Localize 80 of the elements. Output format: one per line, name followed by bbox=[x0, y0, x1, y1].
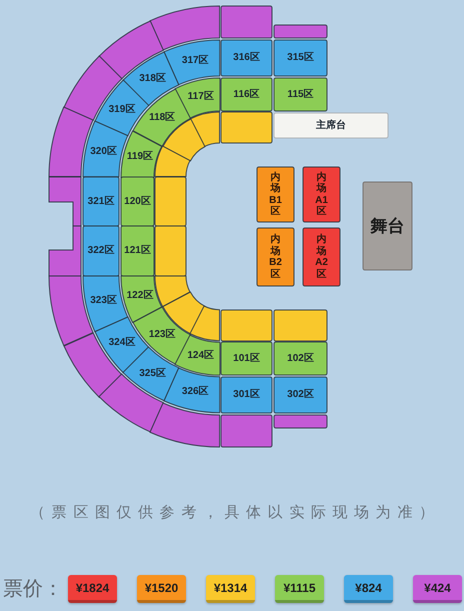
seating-section bbox=[149, 402, 221, 448]
seating-section bbox=[48, 225, 82, 277]
seating-section bbox=[189, 305, 221, 342]
price-tag: ¥1314 bbox=[206, 575, 255, 603]
seating-section bbox=[220, 341, 273, 376]
section-label: 321区 bbox=[88, 196, 114, 206]
section-label: 121区 bbox=[124, 246, 151, 256]
section-label: 115区 bbox=[287, 90, 314, 100]
seating-section bbox=[273, 24, 328, 39]
section-label: 101区 bbox=[233, 354, 260, 364]
price-tag: ¥424 bbox=[413, 575, 462, 603]
seating-section bbox=[82, 275, 129, 333]
seating-section bbox=[273, 414, 328, 429]
price-tag: ¥1824 bbox=[68, 575, 117, 603]
seating-section bbox=[220, 414, 273, 448]
seating-section bbox=[273, 341, 328, 376]
section-label: 120区 bbox=[124, 196, 151, 206]
section-label: 316区 bbox=[233, 53, 260, 63]
seating-section bbox=[273, 376, 328, 414]
section-label: 内场A1区 bbox=[314, 172, 328, 218]
section-label: 内场A2区 bbox=[314, 234, 328, 280]
section-label: 324区 bbox=[108, 338, 136, 348]
price-tag: ¥1520 bbox=[137, 575, 186, 603]
seating-section bbox=[154, 145, 191, 178]
seating-section bbox=[98, 20, 164, 80]
section-label: 124区 bbox=[187, 351, 214, 362]
section-label: 325区 bbox=[139, 369, 166, 380]
seating-section bbox=[273, 39, 328, 77]
seating-section bbox=[256, 166, 295, 223]
section-label: 116区 bbox=[233, 90, 260, 100]
price-heading: 票价： bbox=[3, 577, 62, 602]
section-label: 322区 bbox=[88, 246, 114, 256]
seating-section bbox=[220, 39, 273, 77]
seating-section bbox=[82, 120, 129, 178]
seating-section bbox=[220, 111, 273, 144]
seating-section bbox=[120, 225, 155, 277]
section-label: 319区 bbox=[108, 104, 136, 115]
section-label: 317区 bbox=[182, 56, 209, 66]
stage bbox=[362, 181, 413, 271]
seating-section bbox=[48, 176, 82, 227]
seating-section bbox=[302, 227, 341, 287]
seating-section bbox=[82, 225, 120, 277]
stage-label: 舞台 bbox=[370, 218, 404, 234]
price-tag: ¥1115 bbox=[275, 575, 324, 603]
seating-section bbox=[120, 176, 155, 227]
section-label: 302区 bbox=[287, 390, 314, 400]
seating-section bbox=[220, 376, 273, 414]
section-label: 318区 bbox=[139, 74, 166, 84]
seating-section bbox=[154, 225, 187, 277]
section-label: 主席台 bbox=[316, 120, 346, 130]
seating-section bbox=[273, 77, 328, 112]
seating-section bbox=[189, 111, 221, 148]
section-label: 内场B2区 bbox=[268, 234, 282, 280]
price-tag: ¥824 bbox=[344, 575, 393, 603]
vip-stand bbox=[273, 112, 389, 139]
seating-section bbox=[154, 176, 187, 227]
section-label: 内场B1区 bbox=[268, 172, 282, 218]
section-label: 326区 bbox=[182, 387, 209, 398]
section-label: 118区 bbox=[149, 113, 176, 124]
seating-section bbox=[220, 309, 273, 342]
seating-section bbox=[220, 77, 273, 112]
seating-section bbox=[302, 166, 341, 223]
section-label: 119区 bbox=[126, 152, 153, 162]
disclaimer-note: （票区图仅供参考，具体以实际现场为准） bbox=[29, 503, 440, 523]
section-label: 320区 bbox=[90, 147, 117, 158]
section-label: 102区 bbox=[287, 354, 314, 364]
seating-section bbox=[174, 334, 221, 376]
section-label: 301区 bbox=[233, 390, 260, 400]
seating-section bbox=[62, 55, 123, 122]
section-label: 323区 bbox=[90, 296, 117, 306]
section-label: 123区 bbox=[148, 330, 176, 340]
seating-section bbox=[82, 176, 120, 227]
seating-section bbox=[273, 309, 328, 342]
seating-section bbox=[256, 227, 295, 287]
seating-section bbox=[149, 5, 221, 52]
seating-section bbox=[220, 5, 273, 39]
section-label: 117区 bbox=[188, 92, 214, 102]
section-label: 315区 bbox=[287, 53, 314, 63]
section-label: 122区 bbox=[126, 290, 154, 301]
seating-section bbox=[154, 275, 191, 308]
